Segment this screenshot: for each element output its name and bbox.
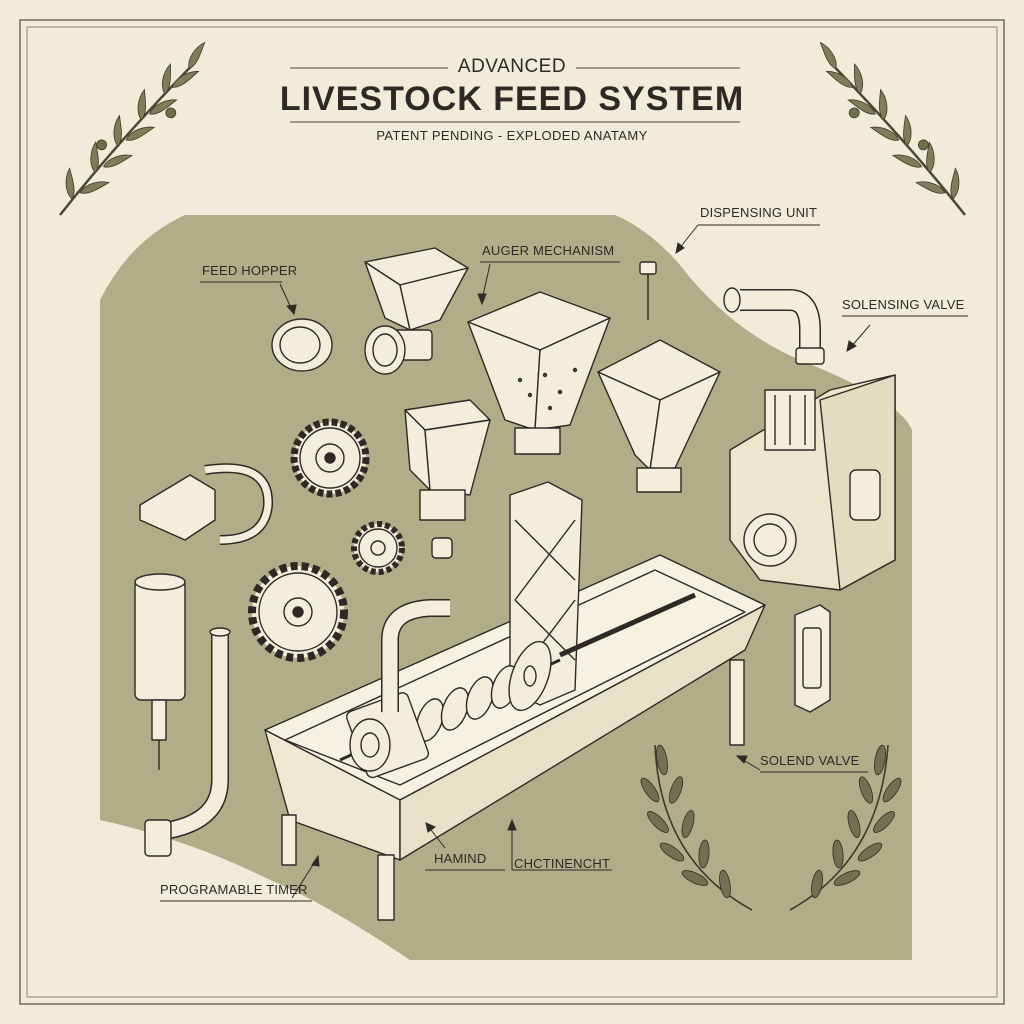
label-hamind: HAMIND xyxy=(434,851,487,866)
pipe-bracket-icon xyxy=(139,463,274,545)
gear-icon xyxy=(290,418,370,498)
diagram-title: LIVESTOCK FEED SYSTEM xyxy=(279,80,745,118)
inner-frame xyxy=(26,26,998,998)
hopper-icon xyxy=(467,291,611,455)
leader-lines xyxy=(160,224,968,902)
hopper-icon xyxy=(364,247,469,375)
ring-fitting-icon xyxy=(271,318,333,372)
gear-icon xyxy=(351,521,405,575)
label-programable-timer: PROGRAMABLE TIMER xyxy=(160,882,308,897)
gear-icon xyxy=(248,562,348,662)
label-dispensing-unit: DISPENSING UNIT xyxy=(700,205,818,220)
shaft-icon xyxy=(558,592,697,658)
label-solensing-valve: SOLENSING VALVE xyxy=(842,297,965,312)
auger-icon xyxy=(339,640,561,762)
label-auger-mechanism: AUGER MECHANISM xyxy=(482,243,615,258)
bracket-icon xyxy=(794,604,831,713)
pipe-icon xyxy=(723,287,825,365)
label-chctinencht: CHCTINENCHT xyxy=(514,856,611,871)
laurel-wreath-icon xyxy=(640,744,902,911)
valve-icon xyxy=(729,374,896,591)
outer-frame xyxy=(19,19,1005,1005)
pipe-icon xyxy=(144,627,231,857)
label-solend-valve: SOLEND VALVE xyxy=(760,753,860,768)
olive-branch-icon xyxy=(59,40,211,216)
hopper-icon xyxy=(597,339,721,493)
bolt-icon xyxy=(639,261,657,320)
cylinder-icon xyxy=(134,573,186,770)
diagram-tagline: PATENT PENDING - EXPLODED ANATAMY xyxy=(376,128,648,143)
diagram-subtitle: ADVANCED xyxy=(457,56,567,77)
olive-branch-icon xyxy=(814,40,966,216)
label-feed-hopper: FEED HOPPER xyxy=(202,263,298,278)
motor-icon xyxy=(346,599,450,779)
filter-funnel-icon xyxy=(404,399,491,559)
